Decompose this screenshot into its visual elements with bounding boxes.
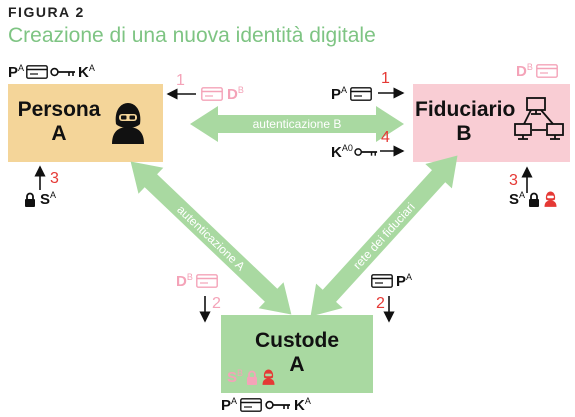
d-b-group-left: DB <box>201 85 244 103</box>
persona-letter: A <box>51 122 67 145</box>
key-icon <box>50 67 76 77</box>
step-1-right-number: 1 <box>381 70 390 87</box>
hacker-icon <box>544 191 557 207</box>
persona-box: Persona A <box>8 84 163 162</box>
p-a-label: PA <box>221 396 238 414</box>
custode-secret-group: SB <box>227 368 276 386</box>
arrow-top-label: autenticazione B <box>253 117 342 131</box>
step-2-left-number: 2 <box>212 295 221 312</box>
custode-letter: A <box>289 353 305 376</box>
figure-title: Creazione di una nuova identità digitale <box>8 24 376 47</box>
d-b-label: DB <box>176 272 193 290</box>
key-icon <box>265 400 291 410</box>
arrow-right <box>310 155 458 317</box>
card-icon <box>371 274 393 288</box>
step-3-right-number: 3 <box>509 172 518 189</box>
d-b-group-bottom: DB <box>176 272 218 290</box>
lock-icon <box>529 192 540 207</box>
card-icon <box>535 64 558 78</box>
card-icon <box>201 87 223 101</box>
lock-icon <box>25 192 35 207</box>
step-1-left-number: 1 <box>176 72 185 89</box>
hacker-icon <box>262 369 275 385</box>
p-a-group-bottom: PA <box>371 272 412 290</box>
network-icon <box>514 97 564 140</box>
s-a-label: SA <box>40 190 57 208</box>
key-icon <box>354 148 377 156</box>
fiduciario-title: Fiduciario <box>415 98 516 121</box>
hacker-icon <box>112 103 144 144</box>
card-icon <box>350 87 372 101</box>
custode-box: Custode A SB <box>221 315 373 393</box>
custode-keys-row: PA KA <box>221 396 311 414</box>
card-icon <box>26 65 48 79</box>
p-a-label: PA <box>396 272 413 290</box>
k-a-label: KA <box>78 63 95 81</box>
k-a-label: KA <box>294 396 311 414</box>
p-a-label: PA <box>331 85 348 103</box>
d-b-group-right: DB <box>516 62 558 80</box>
persona-title: Persona <box>17 98 101 121</box>
d-b-label: DB <box>516 62 533 80</box>
s-a-group-left: SA <box>24 190 56 208</box>
s-a-label: SA <box>509 190 526 208</box>
s-a-group-right: SA <box>509 190 558 208</box>
fiduciario-letter: B <box>456 122 472 145</box>
arrow-left-label: autenticazione A <box>174 203 247 274</box>
k-a0-group: KA0 <box>331 143 378 161</box>
step-2-right-number: 2 <box>376 295 385 312</box>
card-icon <box>195 274 218 288</box>
card-icon <box>240 398 262 412</box>
fiduciario-box: Fiduciario B <box>413 84 570 162</box>
custode-s-label: SB <box>227 368 244 386</box>
d-b-label: DB <box>227 85 244 103</box>
persona-keys-row: PA KA <box>8 62 95 82</box>
arrow-top <box>190 106 404 142</box>
figure-label: FIGURA 2 <box>8 4 85 20</box>
arrow-right-label: rete dei fiduciari <box>350 200 417 272</box>
lock-icon <box>247 370 258 385</box>
k-a0-label: KA0 <box>331 143 353 161</box>
step-4-number: 4 <box>381 129 390 146</box>
custode-title: Custode <box>255 329 339 352</box>
p-a-label: PA <box>8 63 25 81</box>
p-a-group-top: PA <box>331 85 372 103</box>
step-3-left-number: 3 <box>50 170 59 187</box>
arrow-left <box>130 161 292 315</box>
